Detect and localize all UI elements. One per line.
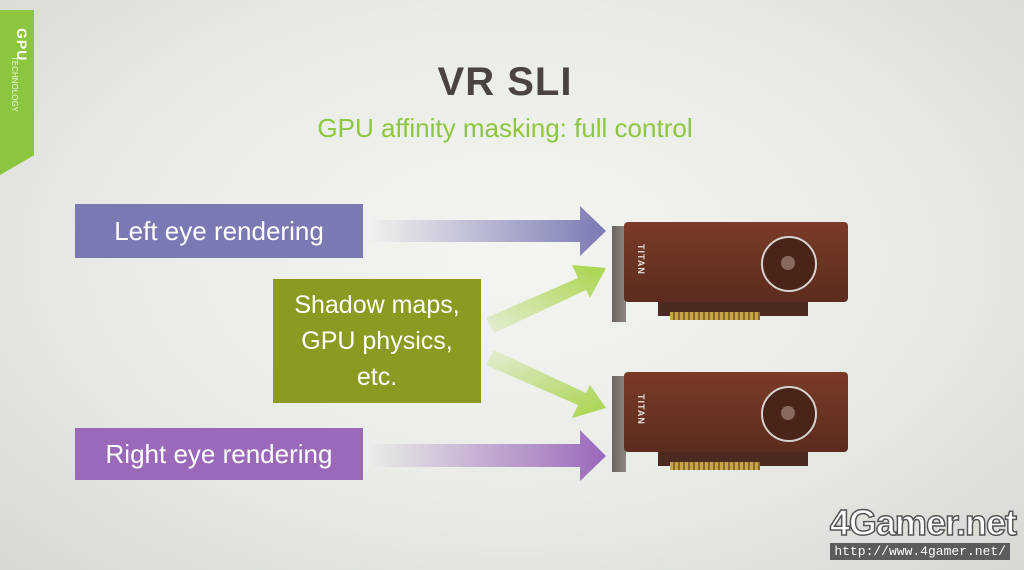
watermark-logo: 4Gamer.net <box>829 501 1018 544</box>
gpu-bracket <box>612 376 626 472</box>
right-eye-rendering-box: Right eye rendering <box>75 428 363 480</box>
shared-up-arrow <box>486 265 606 333</box>
gpu-label: TITAN <box>636 394 646 425</box>
gpu-fan-hub <box>781 256 795 270</box>
right-eye-arrow <box>370 430 606 481</box>
shared-work-line2: GPU physics, <box>301 327 453 355</box>
gpu-fan-icon <box>761 386 817 442</box>
gpu-card-top: TITAN <box>612 222 850 326</box>
left-eye-arrow <box>370 206 606 256</box>
left-eye-rendering-box: Left eye rendering <box>75 204 363 258</box>
watermark-url: http://www.4gamer.net/ <box>830 543 1010 560</box>
conference-tab: GPU TECHNOLOGY <box>0 10 34 175</box>
gpu-bracket <box>612 226 626 322</box>
slide-title: VR SLI <box>437 60 573 104</box>
gpu-card-bottom: TITAN <box>612 372 850 476</box>
slide-subtitle: GPU affinity masking: full control <box>317 113 693 143</box>
shared-down-arrow <box>486 350 606 418</box>
gpu-label: TITAN <box>636 244 646 275</box>
shared-work-line3: etc. <box>356 363 398 391</box>
shared-work-box: Shadow maps, GPU physics, etc. <box>273 279 481 403</box>
gpu-pcie-connector <box>670 312 760 320</box>
gpu-fan-hub <box>781 406 795 420</box>
gpu-pcie-connector <box>670 462 760 470</box>
shared-work-line1: Shadow maps, <box>294 291 460 319</box>
